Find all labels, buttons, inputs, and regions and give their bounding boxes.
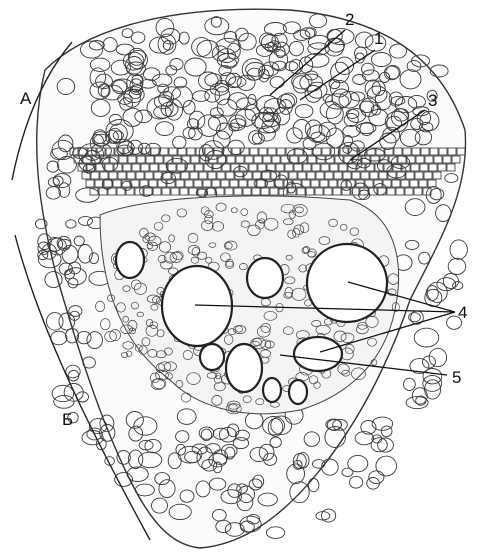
vessel [200, 344, 224, 370]
cell [430, 65, 448, 77]
vessel [263, 378, 281, 402]
part-label-3: 3 [428, 91, 437, 110]
vessel [289, 380, 307, 404]
cell [348, 455, 368, 471]
part-label-1: 1 [374, 29, 383, 48]
vessel [247, 258, 283, 298]
cell [52, 385, 74, 401]
part-label-2: 2 [345, 10, 354, 29]
part-label-4: 4 [458, 303, 467, 322]
cell [68, 370, 79, 381]
cell [266, 527, 284, 539]
region-label-b: Б [62, 410, 73, 429]
cell [404, 378, 416, 390]
cell [47, 313, 64, 331]
cell [308, 479, 319, 492]
vessel [226, 344, 262, 392]
cell [414, 328, 439, 347]
cell [350, 476, 363, 488]
cell [429, 348, 446, 366]
cell [423, 369, 442, 384]
cell [66, 365, 80, 378]
cell [51, 331, 67, 345]
cell [376, 456, 397, 476]
cell [381, 426, 392, 437]
vessel [116, 242, 144, 278]
vessel [294, 337, 342, 371]
cell [448, 258, 466, 274]
cell [450, 240, 467, 259]
part-label-5: 5 [452, 368, 461, 387]
cell [322, 509, 336, 522]
cell [443, 274, 458, 289]
cell [316, 512, 330, 520]
region-label-a: А [20, 89, 32, 108]
cell [369, 471, 384, 484]
